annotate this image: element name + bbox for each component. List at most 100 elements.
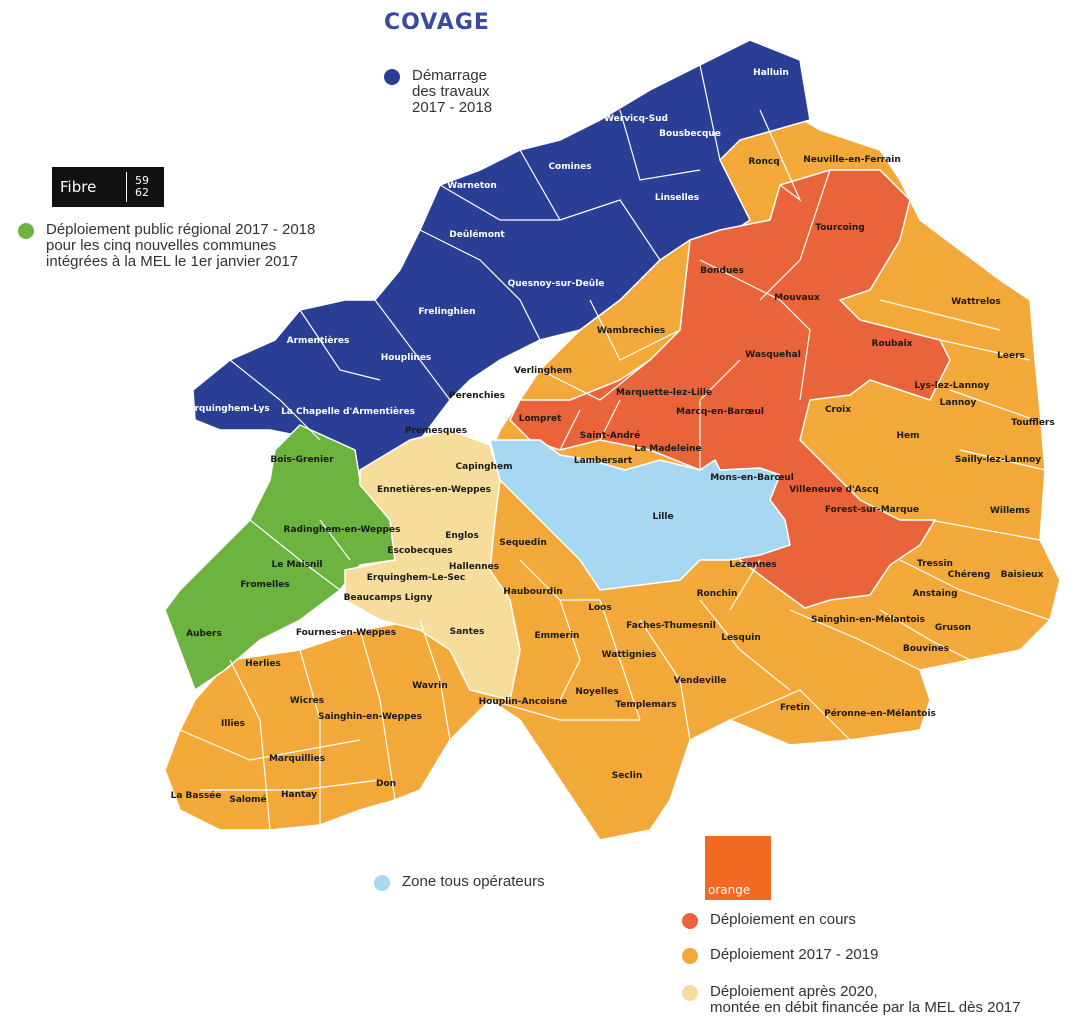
- legend-label-2017-2019: Déploiement 2017 - 2019: [710, 946, 879, 963]
- commune-label-deulemont: Deûlémont: [449, 229, 505, 240]
- commune-label-lezennes: Lezennes: [729, 560, 776, 570]
- legend-dot-2017-2019: [682, 948, 698, 964]
- commune-label-baisieux: Baisieux: [1001, 570, 1044, 580]
- commune-label-roncq: Roncq: [748, 157, 779, 167]
- commune-label-bois-grenier: Bois-Grenier: [270, 455, 334, 465]
- commune-label-ennetieres-en-weppes: Ennetières-en-Weppes: [377, 484, 491, 495]
- commune-label-loos: Loos: [588, 603, 611, 613]
- commune-label-houplin-ancoisne: Houplin-Ancoisne: [479, 697, 568, 707]
- commune-label-wervicq-sud: Wervicq-Sud: [604, 114, 668, 124]
- commune-label-bouvines: Bouvines: [903, 644, 949, 654]
- commune-label-ronchin: Ronchin: [697, 589, 738, 599]
- commune-label-la-bassee: La Bassée: [171, 790, 222, 801]
- commune-label-lannoy: Lannoy: [940, 398, 977, 408]
- commune-label-wattignies: Wattignies: [602, 650, 657, 660]
- region-zone-tous-operateurs: [489, 439, 791, 591]
- commune-label-capinghem: Capinghem: [456, 462, 513, 472]
- orange-logo-text: orange: [708, 883, 751, 897]
- commune-label-roubaix: Roubaix: [872, 339, 913, 349]
- legend-label-apres-2020: Déploiement après 2020, montée en débit …: [710, 983, 1021, 1016]
- commune-label-hem: Hem: [896, 431, 919, 441]
- commune-label-fournes-en-weppes: Fournes-en-Weppes: [296, 628, 396, 638]
- commune-label-emmerin: Emmerin: [535, 631, 580, 641]
- commune-label-salome: Salomé: [229, 794, 266, 805]
- commune-label-seclin: Seclin: [612, 771, 643, 781]
- legend-dot-zone: [374, 875, 390, 891]
- commune-label-quesnoy-sur-deule: Quesnoy-sur-Deûle: [508, 279, 605, 289]
- legend-dot-apres-2020: [682, 985, 698, 1001]
- commune-label-erquinghem-lys: Erquinghem-Lys: [188, 404, 269, 414]
- commune-label-linselles: Linselles: [655, 193, 699, 203]
- commune-label-tourcoing: Tourcoing: [815, 223, 864, 233]
- legend-public: Déploiement public régional 2017 - 2018 …: [18, 222, 315, 270]
- legend-label-encours: Déploiement en cours: [710, 911, 856, 928]
- commune-label-bondues: Bondues: [700, 266, 744, 276]
- commune-label-villeneuve-d-ascq: Villeneuve d'Ascq: [789, 485, 879, 495]
- commune-label-saint-andre: Saint-André: [580, 430, 640, 441]
- commune-label-toufflers: Toufflers: [1011, 418, 1054, 428]
- commune-label-marcq-en-bar-ul: Marcq-en-Barœul: [676, 407, 764, 417]
- commune-label-fretin: Fretin: [780, 703, 810, 713]
- commune-label-neuville-en-ferrain: Neuville-en-Ferrain: [803, 155, 901, 165]
- commune-label-faches-thumesnil: Faches-Thumesnil: [626, 621, 716, 631]
- commune-label-peronne-en-melantois: Péronne-en-Mélantois: [824, 708, 936, 719]
- commune-label-leers: Leers: [997, 351, 1025, 361]
- commune-label-comines: Comines: [548, 162, 591, 172]
- commune-label-sailly-lez-lannoy: Sailly-lez-Lannoy: [955, 455, 1041, 465]
- commune-label-perenchies: Perenchies: [449, 391, 505, 401]
- covage-logo: COVAGE: [384, 10, 490, 35]
- commune-label-premesques: Premesques: [405, 426, 467, 436]
- commune-label-frelinghien: Frelinghien: [418, 307, 475, 317]
- commune-label-croix: Croix: [825, 405, 851, 415]
- commune-label-escobecques: Escobecques: [387, 546, 452, 556]
- fibre-logo-codes: 59 62: [135, 174, 149, 199]
- legend-2017-2019: Déploiement 2017 - 2019: [682, 947, 878, 964]
- commune-label-willems: Willems: [990, 506, 1030, 516]
- commune-label-hantay: Hantay: [281, 790, 317, 800]
- commune-label-sainghin-en-melantois: Sainghin-en-Mélantois: [811, 614, 925, 625]
- commune-label-santes: Santes: [450, 627, 485, 637]
- commune-label-verlinghem: Verlinghem: [514, 366, 572, 376]
- commune-labels: HalluinWervicq-SudBousbecqueCominesLinse…: [171, 68, 1055, 805]
- commune-label-sainghin-en-weppes: Sainghin-en-Weppes: [318, 712, 422, 722]
- commune-label-bousbecque: Bousbecque: [659, 129, 721, 139]
- commune-label-le-maisnil: Le Maisnil: [271, 560, 322, 570]
- commune-label-aubers: Aubers: [186, 629, 222, 639]
- commune-label-erquinghem-le-sec: Erquinghem-Le-Sec: [367, 573, 466, 583]
- la-fibre-logo: Fibre 59 62: [52, 167, 164, 207]
- fibre-logo-word: Fibre: [60, 178, 97, 196]
- region-deploiement-apres-2020: [344, 429, 521, 701]
- commune-label-tressin: Tressin: [917, 559, 953, 569]
- commune-label-don: Don: [376, 779, 396, 789]
- covage-logo-text: COVAGE: [384, 10, 490, 35]
- commune-label-chereng: Chéreng: [948, 569, 991, 580]
- commune-label-wicres: Wicres: [290, 696, 324, 706]
- legend-covage: Démarrage des travaux 2017 - 2018: [384, 68, 492, 116]
- commune-label-mons-en-bar-ul: Mons-en-Barœul: [710, 473, 794, 483]
- legend-label-zone: Zone tous opérateurs: [402, 873, 545, 890]
- commune-label-warneton: Warneton: [447, 181, 497, 191]
- commune-label-beaucamps-ligny: Beaucamps Ligny: [344, 593, 433, 603]
- commune-label-wavrin: Wavrin: [412, 681, 447, 691]
- orange-logo: orange: [705, 836, 771, 900]
- legend-encours: Déploiement en cours: [682, 912, 856, 929]
- commune-label-anstaing: Anstaing: [912, 589, 957, 599]
- commune-label-lambersart: Lambersart: [574, 456, 633, 466]
- legend-label-public: Déploiement public régional 2017 - 2018 …: [46, 221, 316, 270]
- commune-label-wambrechies: Wambrechies: [597, 326, 665, 336]
- legend-dot-public: [18, 223, 34, 239]
- commune-label-marquette-lez-lille: Marquette-lez-Lille: [616, 388, 712, 398]
- commune-label-halluin: Halluin: [753, 68, 789, 78]
- commune-label-la-chapelle-d-armentieres: La Chapelle d'Armentières: [281, 406, 415, 417]
- commune-label-templemars: Templemars: [615, 700, 676, 710]
- commune-label-houplines: Houplines: [381, 353, 432, 363]
- commune-label-wattrelos: Wattrelos: [951, 297, 1000, 307]
- commune-label-forest-sur-marque: Forest-sur-Marque: [825, 505, 919, 515]
- legend-label-covage: Démarrage des travaux 2017 - 2018: [412, 67, 493, 116]
- commune-label-lesquin: Lesquin: [721, 633, 761, 643]
- commune-label-fromelles: Fromelles: [240, 580, 289, 590]
- commune-label-noyelles: Noyelles: [575, 687, 618, 697]
- commune-label-sequedin: Sequedin: [499, 538, 546, 548]
- commune-label-gruson: Gruson: [935, 623, 971, 633]
- commune-label-vendeville: Vendeville: [674, 676, 727, 686]
